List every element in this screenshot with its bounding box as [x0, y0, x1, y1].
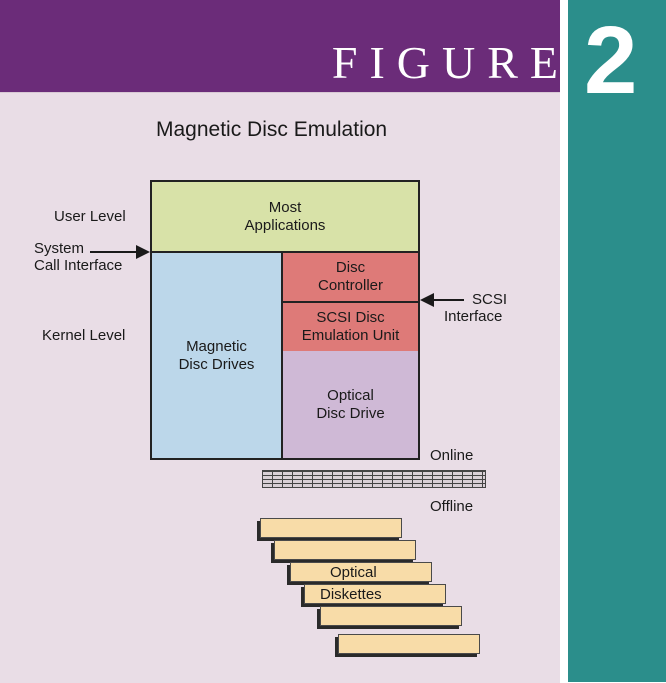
diskette-4	[304, 584, 446, 604]
figure-title: FIGURE	[331, 37, 570, 88]
magnetic-disc-drives-box: Magnetic Disc Drives	[150, 253, 283, 460]
diskettes-label-line1: Optical	[330, 564, 377, 581]
applications-line2: Applications	[244, 216, 326, 234]
figure-number-bar	[568, 0, 666, 682]
diskette-3	[290, 562, 432, 582]
system-call-label-line2: Call Interface	[34, 257, 123, 274]
controller-line1: Disc	[335, 259, 366, 276]
optical-drive-line2: Disc Drive	[316, 404, 385, 422]
scsi-interface-arrow	[420, 293, 464, 307]
system-call-arrow	[90, 245, 150, 259]
applications-line1: Most	[268, 198, 302, 216]
diskette-1	[260, 518, 402, 538]
offline-label: Offline	[430, 498, 474, 515]
emulation-line2: Emulation Unit	[301, 327, 400, 344]
online-label: Online	[430, 447, 474, 464]
optical-disc-drive-box: Optical Disc Drive	[281, 351, 420, 460]
scsi-disc-emulation-box: SCSI Disc Emulation Unit	[281, 301, 420, 353]
diagram-title: Magnetic Disc Emulation	[156, 118, 388, 141]
online-offline-divider	[262, 470, 486, 488]
applications-box: Most Applications	[150, 180, 420, 253]
kernel-level-label: Kernel Level	[42, 327, 126, 344]
system-call-label-line1: System	[34, 240, 85, 257]
scsi-label-line2: Interface	[444, 308, 503, 325]
scsi-label-line1: SCSI	[472, 291, 508, 308]
disc-controller-box: Disc Controller	[281, 253, 420, 303]
figure-header-bar	[0, 0, 560, 92]
magnetic-line1: Magnetic	[186, 337, 247, 355]
user-level-label: User Level	[54, 208, 126, 225]
emulation-line1: SCSI Disc	[316, 309, 385, 326]
magnetic-line2: Disc Drives	[178, 355, 255, 373]
diskette-2	[274, 540, 416, 560]
diskette-5	[320, 606, 462, 626]
diskettes-label-line2: Diskettes	[320, 586, 382, 603]
diskette-6	[338, 634, 480, 654]
optical-drive-line1: Optical	[327, 386, 374, 404]
figure-number: 2	[584, 7, 638, 114]
controller-line2: Controller	[317, 277, 384, 294]
